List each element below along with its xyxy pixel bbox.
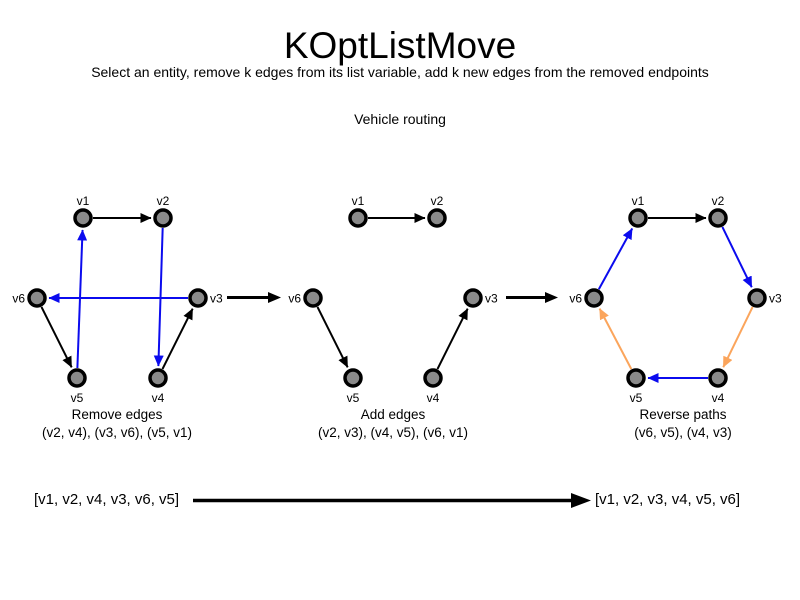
remove-edges-caption-detail: (v2, v4), (v3, v6), (v5, v1): [41, 424, 193, 440]
node-label-v5: v5: [71, 391, 84, 405]
node-label-v5: v5: [630, 391, 643, 405]
node-label-v1: v1: [352, 194, 365, 208]
edge-v4-v3: [161, 308, 194, 370]
edge-v4-v3: [436, 308, 469, 370]
node-label-v2: v2: [431, 194, 444, 208]
edge-v2-v3: [721, 226, 753, 288]
node-v3: [747, 288, 767, 308]
node-label-v5: v5: [347, 391, 360, 405]
node-label-v6: v6: [12, 292, 25, 306]
add-edges-caption-detail: (v2, v3), (v4, v5), (v6, v1): [317, 424, 469, 440]
list-before-move: [v1, v2, v4, v3, v6, v5]: [34, 491, 180, 508]
edge-v5-v6: [598, 308, 633, 370]
node-v3: [188, 288, 208, 308]
node-v4: [708, 368, 728, 388]
add-edges-caption: Add edges (v2, v3), (v4, v5), (v6, v1): [318, 406, 468, 441]
reverse-paths-graph: v1 v2 v6 v3 v5 v4: [569, 194, 782, 405]
list-after-move: [v1, v2, v3, v4, v5, v6]: [595, 491, 741, 508]
edge-v3-v4: [722, 306, 754, 368]
node-label-v4: v4: [427, 391, 440, 405]
remove-edges-caption-title: Remove edges: [71, 407, 163, 422]
add-to-reverse-arrow: [506, 292, 558, 303]
add-edges-graph: v1 v2 v6 v3 v5 v4: [288, 194, 498, 405]
edge-v6-v5: [316, 306, 349, 368]
page-title: KOptListMove: [283, 25, 517, 66]
node-label-v3: v3: [485, 292, 498, 306]
node-label-v2: v2: [712, 194, 725, 208]
edge-v6-v5: [40, 306, 73, 368]
node-v2: [153, 208, 173, 228]
list-transform-arrow: [193, 493, 591, 508]
reverse-paths-caption-detail: (v6, v5), (v4, v3): [634, 424, 732, 440]
node-v4: [423, 368, 443, 388]
node-v5: [343, 368, 363, 388]
node-v5: [67, 368, 87, 388]
node-label-v3: v3: [769, 292, 782, 306]
node-v3: [463, 288, 483, 308]
reverse-paths-caption-title: Reverse paths: [639, 407, 727, 422]
page-subtitle: Select an entity, remove k edges from it…: [91, 64, 709, 80]
node-v6: [27, 288, 47, 308]
remove-edges-graph: v1 v2 v6 v3 v5 v4: [12, 194, 223, 405]
remove-to-add-arrow: [227, 292, 281, 303]
add-edges-caption-title: Add edges: [360, 407, 426, 422]
node-v1: [73, 208, 93, 228]
node-v5: [626, 368, 646, 388]
node-label-v1: v1: [77, 194, 90, 208]
node-label-v6: v6: [569, 292, 582, 306]
node-label-v3: v3: [210, 292, 223, 306]
node-v1: [348, 208, 368, 228]
node-v4: [148, 368, 168, 388]
node-v1: [628, 208, 648, 228]
node-label-v1: v1: [632, 194, 645, 208]
node-label-v6: v6: [288, 292, 301, 306]
remove-edges-caption: Remove edges (v2, v4), (v3, v6), (v5, v1…: [42, 406, 192, 441]
node-v2: [708, 208, 728, 228]
node-v2: [427, 208, 447, 228]
node-label-v2: v2: [157, 194, 170, 208]
scenario-label: Vehicle routing: [354, 111, 446, 127]
node-label-v4: v4: [712, 391, 725, 405]
node-label-v4: v4: [152, 391, 165, 405]
node-v6: [584, 288, 604, 308]
edge-v6-v1: [597, 228, 634, 290]
reverse-paths-caption: Reverse paths (v6, v5), (v4, v3): [634, 406, 732, 441]
node-v6: [303, 288, 323, 308]
